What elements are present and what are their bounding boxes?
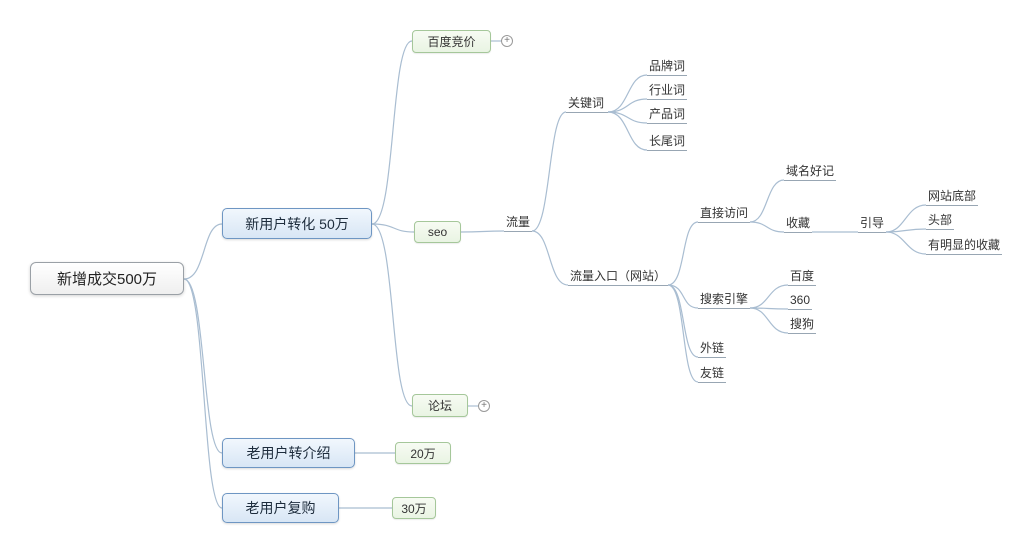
node-sogou[interactable]: 搜狗 [788,317,817,334]
node-referral-amount[interactable]: 20万 [395,442,451,464]
root-node[interactable]: 新增成交500万 [30,262,184,295]
node-visible-bookmark[interactable]: 有明显的收藏 [926,238,1003,255]
node-friend-links[interactable]: 友链 [698,366,727,383]
node-bookmark[interactable]: 收藏 [784,216,813,233]
node-traffic[interactable]: 流量 [504,215,533,232]
node-brand-words[interactable]: 品牌词 [647,59,688,76]
node-site-header[interactable]: 头部 [926,213,955,230]
node-seo[interactable]: seo [414,221,461,243]
node-360[interactable]: 360 [788,293,813,310]
node-traffic-entrance[interactable]: 流量入口（网站） [568,269,669,286]
node-baidu[interactable]: 百度 [788,269,817,286]
node-new-user-conversion[interactable]: 新用户转化 50万 [222,208,372,239]
node-old-user-repurchase[interactable]: 老用户复购 [222,493,339,523]
node-keywords[interactable]: 关键词 [566,96,608,113]
node-longtail-words[interactable]: 长尾词 [647,134,688,151]
node-direct-visit[interactable]: 直接访问 [698,206,751,223]
expand-icon[interactable]: + [501,35,513,47]
node-old-user-referral[interactable]: 老用户转介绍 [222,438,355,468]
node-memorable-domain[interactable]: 域名好记 [784,164,837,181]
node-guide[interactable]: 引导 [858,216,887,233]
node-baidu-bidding[interactable]: 百度竞价 [412,30,491,53]
expand-icon[interactable]: + [478,400,490,412]
node-product-words[interactable]: 产品词 [647,107,688,124]
node-external-links[interactable]: 外链 [698,341,727,358]
node-search-engine[interactable]: 搜索引擎 [698,292,751,309]
node-site-footer[interactable]: 网站底部 [926,189,979,206]
node-industry-words[interactable]: 行业词 [647,83,688,100]
node-forum[interactable]: 论坛 [412,394,468,417]
node-repurchase-amount[interactable]: 30万 [392,497,436,519]
